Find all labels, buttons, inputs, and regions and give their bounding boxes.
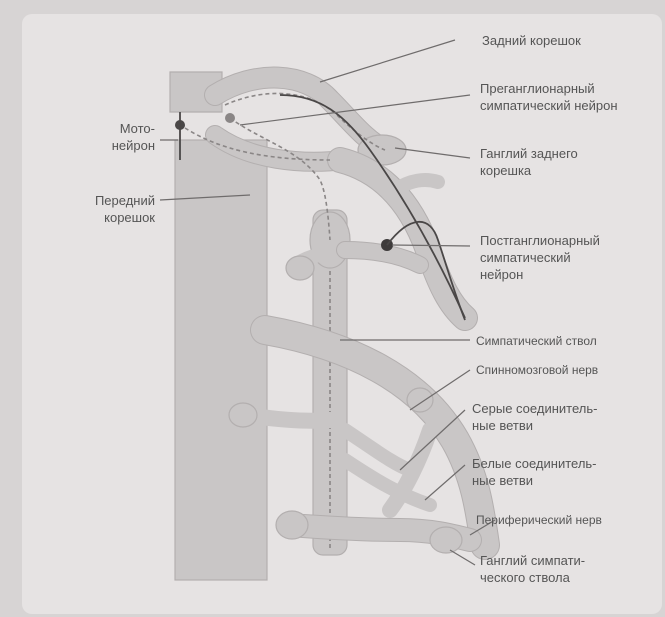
label-preganglionic-line1: Преганглионарный xyxy=(480,80,618,97)
label-gray-rami-line1: Серые соединитель- xyxy=(472,400,597,417)
label-ventral-root-line1: Передний xyxy=(40,192,155,209)
bottom-left-ganglion xyxy=(276,511,308,539)
label-ventral-root-line2: корешок xyxy=(40,209,155,226)
ptr-postganglionic xyxy=(392,245,470,246)
label-white-rami: Белые соединитель- ные ветви xyxy=(472,455,597,489)
label-trunk-ganglion: Ганглий симпати- ческого ствола xyxy=(480,552,585,586)
arc-ganglion xyxy=(407,388,433,412)
dorsal-ramus xyxy=(395,180,438,190)
rami-connection xyxy=(345,250,420,265)
label-gray-rami-line2: ные ветви xyxy=(472,417,597,434)
label-preganglionic: Преганглионарный симпатический нейрон xyxy=(480,80,618,114)
label-dorsal-root: Задний корешок xyxy=(482,32,581,49)
label-peripheral-nerve: Периферический нерв xyxy=(476,512,602,529)
label-sympathetic-trunk-text: Симпатический ствол xyxy=(476,333,597,350)
label-sympathetic-trunk: Симпатический ствол xyxy=(476,333,597,350)
label-motoneuron-line2: нейрон xyxy=(70,137,155,154)
ptr-dorsal-ganglion xyxy=(395,148,470,158)
label-preganglionic-line2: симпатический нейрон xyxy=(480,97,618,114)
label-dorsal-root-text: Задний корешок xyxy=(482,32,581,49)
spinal-cord-column xyxy=(175,140,267,580)
label-postganglionic-line1: Постганглионарный xyxy=(480,232,600,249)
label-dorsal-ganglion-line1: Ганглий заднего xyxy=(480,145,578,162)
label-spinal-nerve: Спинномозговой нерв xyxy=(476,362,598,379)
label-spinal-nerve-text: Спинномозговой нерв xyxy=(476,362,598,379)
ptr-trunk-ganglion xyxy=(450,550,475,565)
ptr-dorsal-root xyxy=(320,40,455,82)
label-white-rami-line1: Белые соединитель- xyxy=(472,455,597,472)
label-gray-rami: Серые соединитель- ные ветви xyxy=(472,400,597,434)
upper-small-ganglion xyxy=(286,256,314,280)
lower-left-ganglion xyxy=(229,403,257,427)
label-postganglionic-line3: нейрон xyxy=(480,266,600,283)
label-ventral-root: Передний корешок xyxy=(40,192,155,226)
label-peripheral-nerve-text: Периферический нерв xyxy=(476,512,602,529)
label-motoneuron-line1: Мото- xyxy=(70,120,155,137)
lower-ramus-left xyxy=(245,415,330,421)
label-motoneuron: Мото- нейрон xyxy=(70,120,155,154)
label-dorsal-ganglion: Ганглий заднего корешка xyxy=(480,145,578,179)
label-trunk-ganglion-line2: ческого ствола xyxy=(480,569,585,586)
label-postganglionic: Постганглионарный симпатический нейрон xyxy=(480,232,600,283)
label-dorsal-ganglion-line2: корешка xyxy=(480,162,578,179)
trunk-ganglion-bottom xyxy=(430,527,462,553)
label-trunk-ganglion-line1: Ганглий симпати- xyxy=(480,552,585,569)
label-white-rami-line2: ные ветви xyxy=(472,472,597,489)
label-postganglionic-line2: симпатический xyxy=(480,249,600,266)
